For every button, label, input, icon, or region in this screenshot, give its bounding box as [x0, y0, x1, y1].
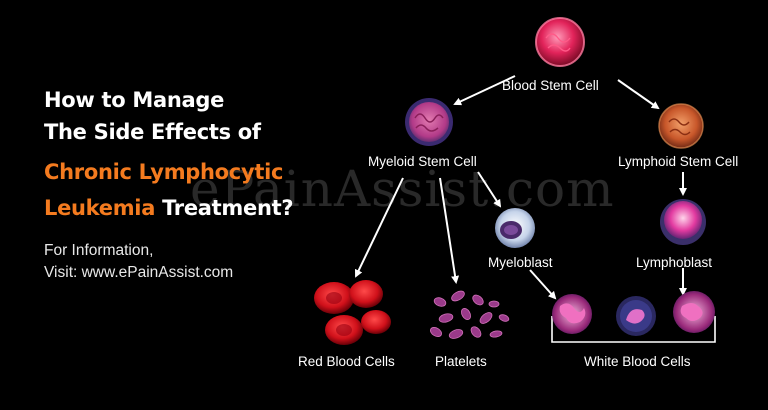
arrow-myeloid-to-red	[354, 177, 404, 278]
arrow-myeloid-to-platelets	[439, 177, 460, 284]
arrow-myeloid-to-myeloblast	[477, 171, 502, 208]
label-white-blood-cells: White Blood Cells	[584, 354, 691, 369]
lymphoid-stem-cell-icon	[658, 103, 704, 149]
label-blood-stem-cell: Blood Stem Cell	[502, 78, 599, 93]
title-accent-word: Leukemia	[44, 196, 156, 220]
arrow-stem-to-lymphoid	[617, 79, 660, 110]
label-red-blood-cells: Red Blood Cells	[298, 354, 395, 369]
platelets-icon	[430, 290, 510, 339]
label-platelets: Platelets	[435, 354, 487, 369]
lymphoblast-icon	[660, 199, 706, 245]
white-blood-cell-icon	[616, 296, 656, 336]
red-blood-cells-icon	[314, 280, 391, 345]
title-rest: Treatment?	[155, 196, 294, 220]
arrow-myeloblast-to-white	[529, 269, 557, 300]
white-cells-bracket	[551, 316, 716, 343]
label-myeloid-stem-cell: Myeloid Stem Cell	[368, 154, 477, 169]
myeloblast-icon	[495, 208, 535, 248]
label-myeloblast: Myeloblast	[488, 255, 553, 270]
title-line-2: The Side Effects of	[44, 120, 261, 144]
label-lymphoblast: Lymphoblast	[636, 255, 713, 270]
myeloid-stem-cell-icon	[405, 98, 453, 146]
arrows	[354, 75, 716, 343]
blood-stem-cell-icon	[535, 17, 585, 67]
label-lymphoid-stem-cell: Lymphoid Stem Cell	[618, 154, 739, 169]
info-line-1: For Information,	[44, 242, 154, 259]
info-line-2: Visit: www.ePainAssist.com	[44, 264, 234, 281]
white-blood-cell-icon	[673, 291, 715, 333]
title-line-4: Leukemia Treatment?	[44, 196, 294, 220]
title-line-1: How to Manage	[44, 88, 225, 112]
title-line-3: Chronic Lymphocytic	[44, 160, 284, 184]
arrow-stem-to-myeloid	[453, 75, 516, 106]
white-blood-cell-icon	[552, 294, 592, 334]
